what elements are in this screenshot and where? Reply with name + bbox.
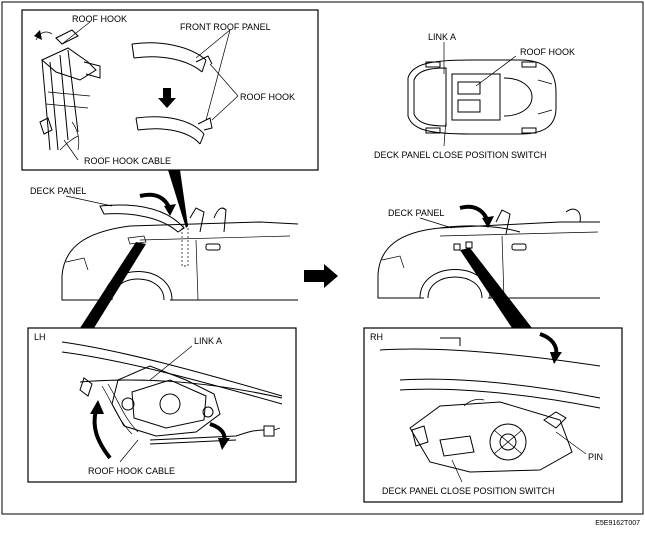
label-pin: PIN bbox=[588, 452, 603, 462]
callout-wedge-lh bbox=[80, 242, 146, 328]
rh-detail: RH PIN DECK PANEL CLOSE POSITION SWITCH bbox=[363, 327, 623, 503]
label-roof-hook-top: ROOF HOOK bbox=[72, 14, 127, 24]
callout-wedge-rh bbox=[460, 248, 532, 328]
label-deck-close-switch-top: DECK PANEL CLOSE POSITION SWITCH bbox=[374, 150, 547, 160]
label-lh: LH bbox=[34, 332, 46, 342]
car-side-right: DECK PANEL bbox=[377, 204, 600, 299]
transition-arrow bbox=[304, 264, 338, 288]
label-roof-hook-cable-lh: ROOF HOOK CABLE bbox=[88, 466, 175, 476]
reference-code: E5E9162T007 bbox=[595, 520, 640, 527]
car-side-left: DECK PANEL bbox=[30, 186, 299, 301]
label-rh: RH bbox=[370, 332, 383, 342]
label-roof-hook-right: ROOF HOOK bbox=[520, 47, 575, 57]
down-arrow bbox=[158, 88, 176, 108]
callout-wedge-top bbox=[168, 170, 188, 228]
label-front-roof-panel: FRONT ROOF PANEL bbox=[180, 22, 271, 32]
label-deck-close-switch-rh: DECK PANEL CLOSE POSITION SWITCH bbox=[382, 486, 555, 496]
front-roof-panel-lower bbox=[135, 116, 213, 145]
label-deck-panel-left: DECK PANEL bbox=[30, 186, 86, 196]
label-link-a-lh: LINK A bbox=[194, 336, 222, 346]
label-roof-hook-cable-top: ROOF HOOK CABLE bbox=[84, 156, 171, 166]
label-roof-hook-mid: ROOF HOOK bbox=[240, 92, 295, 102]
car-top-view: LINK A ROOF HOOK DECK PANEL CLOSE POSITI… bbox=[374, 32, 575, 160]
lh-detail: LH LINK A ROOF HOOK CABLE bbox=[27, 327, 297, 483]
roof-hook-detail: ROOF HOOK FRONT ROOF PANEL ROOF HOOK ROO… bbox=[21, 9, 319, 171]
label-deck-panel-right: DECK PANEL bbox=[388, 208, 444, 218]
roof-hook-mechanism-illustration bbox=[34, 29, 101, 151]
outer-frame bbox=[1, 1, 644, 515]
label-link-a-top: LINK A bbox=[428, 32, 456, 42]
front-roof-panel-upper bbox=[131, 42, 213, 73]
